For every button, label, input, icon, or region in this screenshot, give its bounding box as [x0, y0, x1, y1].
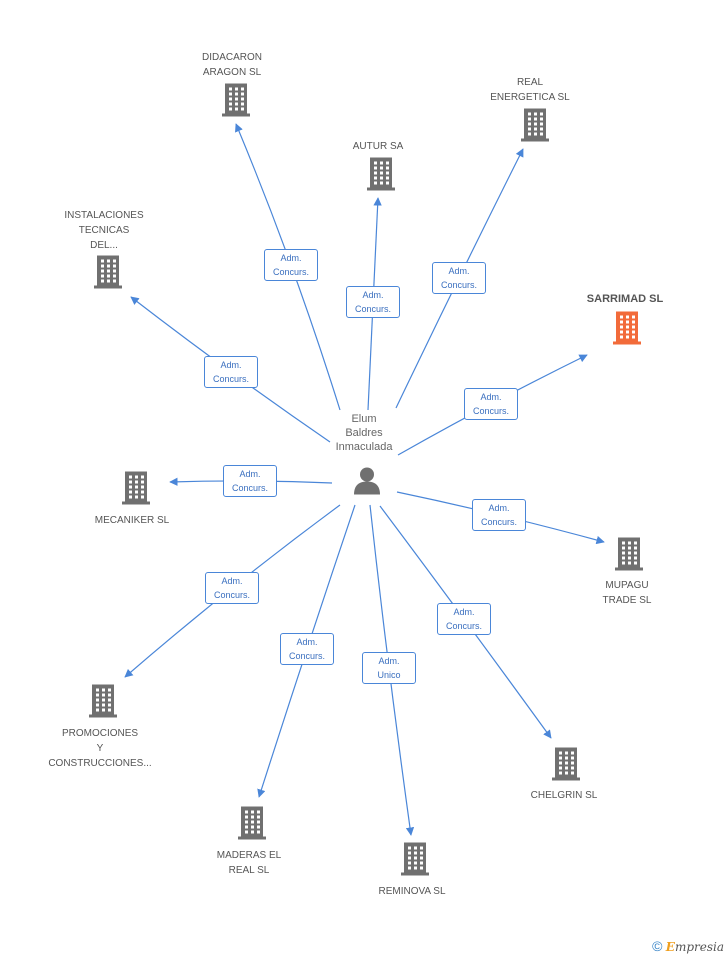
role-line: Concurs.: [354, 304, 391, 314]
role-badge-maderas[interactable]: Adm. Concurs.: [280, 633, 334, 665]
building-icon[interactable]: [121, 470, 151, 511]
role-line: Adm.: [280, 253, 302, 263]
company-label-line: INSTALACIONES: [64, 210, 144, 221]
company-label-line: MADERAS EL: [216, 850, 282, 861]
role-line: Adm.: [239, 469, 261, 479]
company-label-line: TRADE SL: [602, 595, 652, 606]
company-label-line: AUTUR SA: [352, 141, 404, 152]
company-label-line: MUPAGU: [605, 580, 649, 591]
company-label-line: REMINOVA SL: [378, 886, 446, 897]
role-line: Concurs.: [480, 517, 517, 527]
company-label-didacaron[interactable]: DIDACARON ARAGON SL: [202, 50, 262, 80]
building-icon[interactable]: [366, 156, 396, 197]
company-label-sarrimad[interactable]: SARRIMAD SL: [587, 292, 663, 307]
role-line: Adm.: [448, 266, 470, 276]
role-badge-sarrimad[interactable]: Adm. Concurs.: [464, 388, 518, 420]
company-label-mupagu[interactable]: MUPAGU TRADE SL: [603, 578, 652, 608]
role-badge-chelgrin[interactable]: Adm. Concurs.: [437, 603, 491, 635]
company-label-mecaniker[interactable]: MECANIKER SL: [95, 513, 169, 528]
company-label-line: CONSTRUCCIONES...: [48, 758, 152, 769]
company-label-line: Y: [96, 743, 104, 754]
role-badge-real-energetica[interactable]: Adm. Concurs.: [432, 262, 486, 294]
company-label-line: ARAGON SL: [202, 67, 262, 78]
role-line: Adm.: [480, 392, 502, 402]
role-line: Adm.: [221, 576, 243, 586]
building-icon[interactable]: [88, 683, 118, 724]
company-label-line: REAL: [516, 77, 544, 88]
role-line: Adm.: [296, 637, 318, 647]
company-label-line: TECNICAS: [78, 225, 130, 236]
role-badge-didacaron[interactable]: Adm. Concurs.: [264, 249, 318, 281]
role-badge-mecaniker[interactable]: Adm. Concurs.: [223, 465, 277, 497]
company-label-line: PROMOCIONES: [61, 728, 139, 739]
building-icon[interactable]: [612, 310, 642, 351]
center-person-name[interactable]: Elum Baldres Inmaculada: [336, 412, 393, 454]
role-badge-promociones[interactable]: Adm. Concurs.: [205, 572, 259, 604]
company-label-real-energetica[interactable]: REAL ENERGETICA SL: [490, 75, 569, 105]
role-line: Concurs.: [445, 621, 482, 631]
building-icon[interactable]: [520, 107, 550, 148]
company-label-autur[interactable]: AUTUR SA: [353, 139, 404, 154]
center-name-line: Baldres: [345, 427, 383, 439]
role-line: Adm.: [362, 290, 384, 300]
role-badge-autur[interactable]: Adm. Concurs.: [346, 286, 400, 318]
role-badge-instalaciones[interactable]: Adm. Concurs.: [204, 356, 258, 388]
role-line: Concurs.: [231, 483, 268, 493]
building-icon[interactable]: [551, 746, 581, 787]
role-line: Adm.: [220, 360, 242, 370]
company-label-line: SARRIMAD SL: [586, 293, 664, 305]
company-label-line: REAL SL: [228, 865, 270, 876]
company-label-reminova[interactable]: REMINOVA SL: [378, 884, 445, 899]
role-line: Adm.: [378, 656, 400, 666]
building-icon[interactable]: [221, 82, 251, 123]
company-label-line: CHELGRIN SL: [530, 790, 598, 801]
role-badge-mupagu[interactable]: Adm. Concurs.: [472, 499, 526, 531]
building-icon[interactable]: [237, 805, 267, 846]
company-label-promociones[interactable]: PROMOCIONES Y CONSTRUCCIONES...: [48, 726, 151, 771]
company-label-line: MECANIKER SL: [94, 515, 170, 526]
role-line: Concurs.: [212, 374, 249, 384]
company-label-chelgrin[interactable]: CHELGRIN SL: [531, 788, 598, 803]
role-badge-reminova[interactable]: Adm. Unico: [362, 652, 416, 684]
role-line: Concurs.: [272, 267, 309, 277]
person-icon[interactable]: [352, 466, 382, 501]
copyright-symbol: ©: [652, 938, 663, 954]
footer-brand: © Empresia: [652, 938, 724, 954]
company-label-line: DEL...: [90, 240, 118, 251]
role-line: Concurs.: [288, 651, 325, 661]
company-label-instalaciones[interactable]: INSTALACIONES TECNICAS DEL...: [64, 208, 143, 253]
role-line: Concurs.: [472, 406, 509, 416]
building-icon[interactable]: [400, 841, 430, 882]
building-icon[interactable]: [614, 536, 644, 577]
role-line: Adm.: [453, 607, 475, 617]
role-line: Concurs.: [440, 280, 477, 290]
role-line: Unico: [377, 670, 401, 680]
company-label-line: DIDACARON: [201, 52, 263, 63]
center-name-line: Inmaculada: [335, 441, 393, 453]
brand-logo: Empresia: [665, 940, 724, 954]
company-label-maderas[interactable]: MADERAS EL REAL SL: [217, 848, 281, 878]
company-label-line: ENERGETICA SL: [490, 92, 570, 103]
role-line: Concurs.: [213, 590, 250, 600]
center-name-line: Elum: [351, 413, 377, 425]
role-line: Adm.: [488, 503, 510, 513]
building-icon[interactable]: [93, 254, 123, 295]
